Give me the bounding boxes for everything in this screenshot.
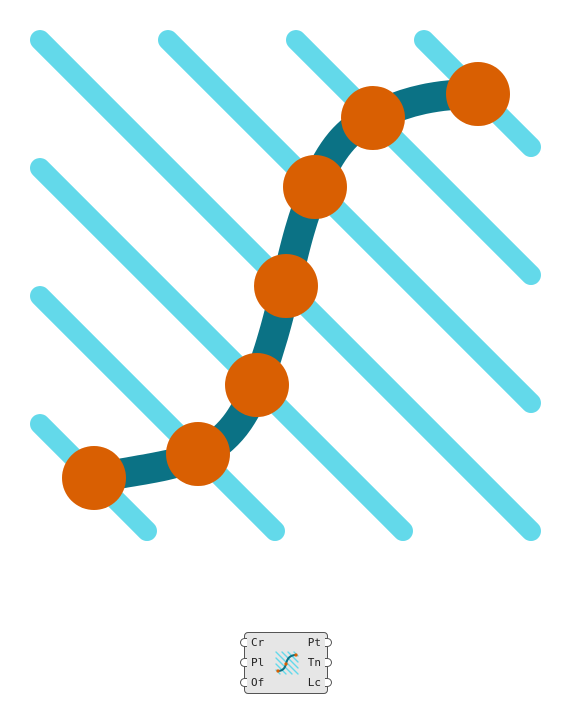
curve-point bbox=[283, 155, 347, 219]
output-label-pt: Pt bbox=[307, 636, 321, 649]
input-label-cr: Cr bbox=[251, 636, 265, 649]
curve-point bbox=[254, 254, 318, 318]
hatch-line bbox=[30, 158, 413, 541]
output-grip-lc[interactable] bbox=[325, 678, 332, 687]
input-grip-cr[interactable] bbox=[240, 638, 247, 647]
output-grip-pt[interactable] bbox=[325, 638, 332, 647]
curve-point bbox=[341, 86, 405, 150]
hatch-line bbox=[286, 30, 541, 285]
curve-hatch-icon bbox=[275, 651, 299, 675]
input-label-pl: Pl bbox=[251, 656, 265, 669]
curve-point bbox=[225, 353, 289, 417]
curve-point bbox=[166, 422, 230, 486]
input-grip-of[interactable] bbox=[240, 678, 247, 687]
hatch-line bbox=[158, 30, 541, 413]
input-label-of: Of bbox=[251, 676, 265, 689]
output-label-lc: Lc bbox=[307, 676, 321, 689]
input-grip-pl[interactable] bbox=[240, 658, 247, 667]
curve-point bbox=[62, 446, 126, 510]
grasshopper-component[interactable]: Cr Pl Of Pt Tn Lc bbox=[240, 632, 332, 694]
hatch-line bbox=[30, 286, 285, 541]
curve-point bbox=[446, 62, 510, 126]
hatch-diagram bbox=[30, 30, 541, 541]
output-grip-tn[interactable] bbox=[325, 658, 332, 667]
curve-points bbox=[62, 62, 510, 510]
output-label-tn: Tn bbox=[307, 656, 321, 669]
